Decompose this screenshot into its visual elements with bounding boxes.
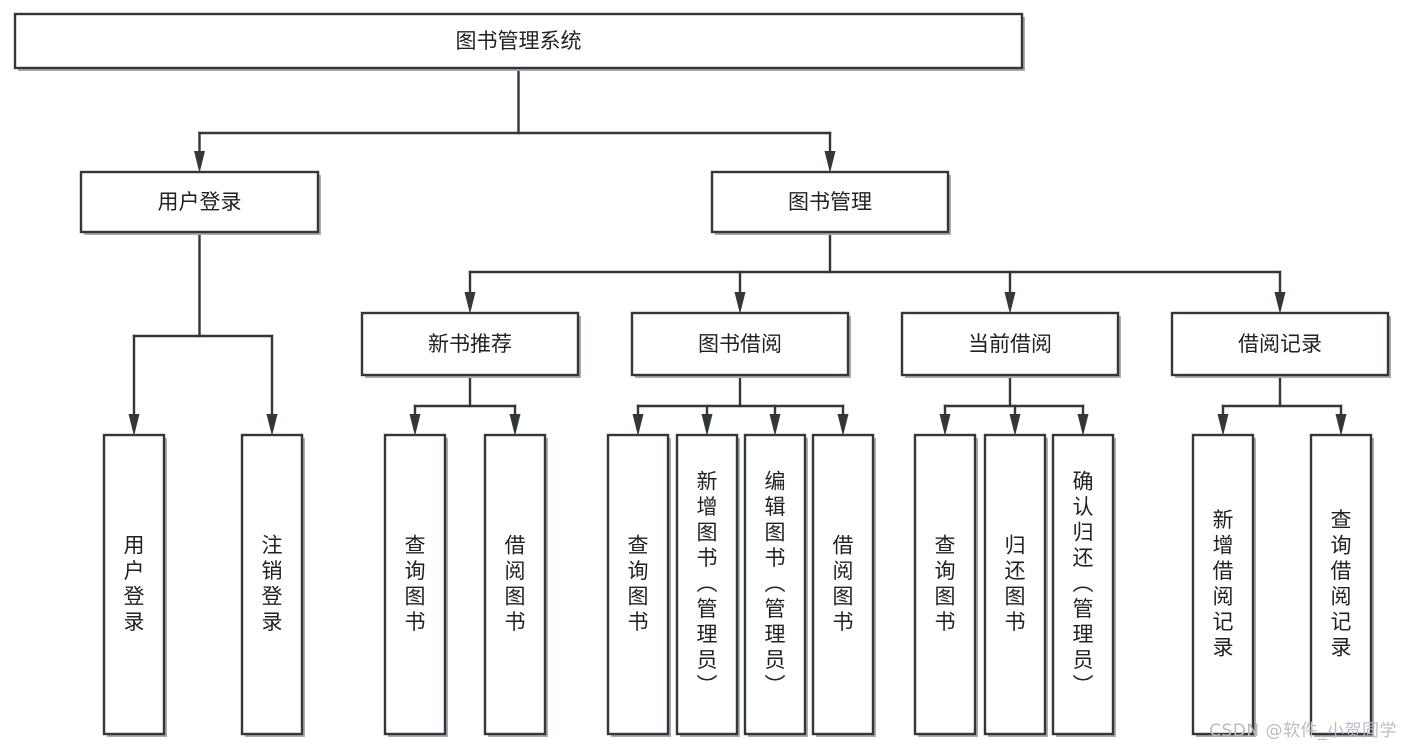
arrow-head [1009, 414, 1021, 436]
node-box[interactable] [13, 12, 1024, 70]
arrow-head [701, 414, 713, 436]
node-label: 图书管理 [788, 190, 872, 214]
node-label: 用户登录 [158, 190, 242, 214]
csdn-watermark: CSDN @软件_小贺同学 [1209, 721, 1397, 741]
node-leaf-borrow-book-recommend[interactable]: 借阅图书 [483, 433, 548, 737]
node-root[interactable]: 图书管理系统 [13, 12, 1025, 71]
node-label: 新增图书︵管理员︶ [697, 470, 718, 698]
node-label: 新书推荐 [428, 332, 512, 356]
node-box[interactable] [79, 170, 320, 234]
node-box[interactable] [743, 433, 807, 736]
node-leaf-logout[interactable]: 注销登录 [240, 433, 305, 737]
node-label: 编辑图书︵管理员︶ [765, 470, 786, 698]
node-box[interactable] [240, 433, 304, 736]
node-box[interactable] [675, 433, 739, 736]
connector-group-user-login [128, 230, 278, 436]
node-box[interactable] [483, 433, 547, 736]
arrow-head [464, 292, 476, 314]
arrow-head [1004, 292, 1016, 314]
node-leaf-query-book-recommend[interactable]: 查询图书 [383, 433, 448, 737]
arrow-head [824, 151, 836, 173]
node-leaf-return-book[interactable]: 归还图书 [983, 433, 1048, 737]
arrow-head [1274, 292, 1286, 314]
node-label: 当前借阅 [968, 332, 1052, 356]
node-label: 图书管理系统 [456, 29, 582, 53]
arrow-head [1217, 414, 1229, 436]
node-box[interactable] [710, 170, 950, 234]
node-leaf-query-book-current[interactable]: 查询图书 [913, 433, 978, 737]
arrow-head [409, 414, 421, 436]
connector-group-book-management [464, 230, 1286, 314]
arrow-head [939, 414, 951, 436]
node-leaf-add-book[interactable]: 新增图书︵管理员︶ [675, 433, 740, 737]
node-leaf-query-book[interactable]: 查询图书 [606, 433, 671, 737]
node-user-login[interactable]: 用户登录 [79, 170, 321, 235]
node-leaf-borrow-book[interactable]: 借阅图书 [811, 433, 876, 737]
node-box[interactable] [983, 433, 1047, 736]
connector-layer [128, 66, 1347, 436]
node-box[interactable] [811, 433, 875, 736]
node-box[interactable] [360, 311, 580, 377]
arrow-head [632, 414, 644, 436]
node-box[interactable] [913, 433, 977, 736]
node-label: 借阅图书 [833, 533, 854, 634]
node-label: 用户登录 [124, 533, 145, 634]
node-borrow-record[interactable]: 借阅记录 [1170, 311, 1391, 378]
node-label: 归还图书 [1005, 533, 1026, 634]
node-current-borrow[interactable]: 当前借阅 [900, 311, 1121, 378]
node-label: 新增借阅记录 [1213, 508, 1234, 660]
arrow-head [128, 414, 140, 436]
node-label: 图书借阅 [698, 332, 782, 356]
arrow-head [266, 414, 278, 436]
node-box[interactable] [1170, 311, 1390, 377]
node-leaf-edit-book[interactable]: 编辑图书︵管理员︶ [743, 433, 808, 737]
node-box[interactable] [606, 433, 670, 736]
node-label: 查询图书 [935, 533, 956, 634]
node-new-book-recommend[interactable]: 新书推荐 [360, 311, 581, 378]
node-label: 借阅记录 [1238, 332, 1322, 356]
node-leaf-user-login[interactable]: 用户登录 [102, 433, 167, 737]
node-label: 查询图书 [405, 533, 426, 634]
node-box[interactable] [1191, 433, 1255, 736]
connector-group-root [194, 66, 836, 173]
node-box[interactable] [383, 433, 447, 736]
connector-group-borrow-record [1217, 373, 1347, 436]
node-leaf-query-borrow-record[interactable]: 查询借阅记录 [1309, 433, 1374, 737]
node-label: 确认归还︵管理员︶ [1073, 470, 1094, 698]
node-box[interactable] [1051, 433, 1115, 736]
node-label: 查询图书 [628, 533, 649, 634]
node-book-borrow[interactable]: 图书借阅 [630, 311, 851, 378]
node-box[interactable] [630, 311, 850, 377]
arrow-head [769, 414, 781, 436]
node-leaf-add-borrow-record[interactable]: 新增借阅记录 [1191, 433, 1256, 737]
node-box[interactable] [900, 311, 1120, 377]
connector-group-new-book-recommend [409, 373, 521, 436]
node-book-management[interactable]: 图书管理 [710, 170, 951, 235]
connector-group-book-borrow [632, 373, 849, 436]
node-label: 借阅图书 [505, 533, 526, 634]
node-label: 注销登录 [262, 533, 283, 634]
arrow-head [734, 292, 746, 314]
arrow-head [1077, 414, 1089, 436]
connector-group-current-borrow [939, 373, 1089, 436]
arrow-head [509, 414, 521, 436]
node-box[interactable] [1309, 433, 1373, 736]
node-box[interactable] [102, 433, 166, 736]
node-leaf-confirm-return[interactable]: 确认归还︵管理员︶ [1051, 433, 1116, 737]
node-label: 查询借阅记录 [1331, 508, 1352, 660]
arrow-head [1335, 414, 1347, 436]
arrow-head [837, 414, 849, 436]
arrow-head [194, 151, 205, 173]
node-layer: 图书管理系统用户登录图书管理新书推荐图书借阅当前借阅借阅记录用户登录注销登录查询… [13, 12, 1391, 737]
